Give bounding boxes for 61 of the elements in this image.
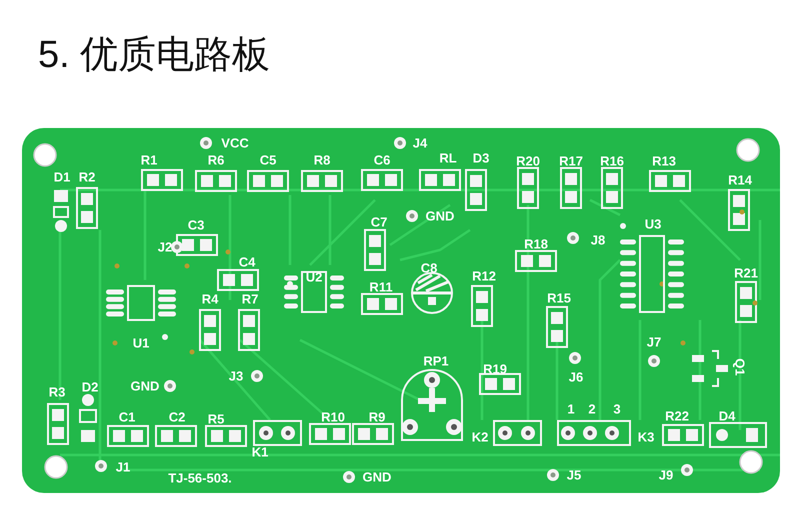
silkscreen-label: R2 bbox=[78, 170, 96, 184]
silkscreen-label: J5 bbox=[566, 468, 582, 482]
silkscreen-label: VCC bbox=[221, 136, 249, 150]
silkscreen-label: R9 bbox=[368, 410, 386, 424]
silkscreen-label: U3 bbox=[644, 218, 662, 230]
silkscreen-label: R16 bbox=[600, 154, 624, 168]
silkscreen-label: D4 bbox=[718, 410, 736, 422]
silkscreen-label: J2 bbox=[158, 240, 172, 254]
silkscreen-label: R6 bbox=[208, 154, 224, 166]
silkscreen-label: 2 bbox=[588, 402, 596, 416]
silkscreen-label: J4 bbox=[412, 136, 428, 150]
silkscreen-label: R15 bbox=[547, 292, 571, 304]
silkscreen-label: J6 bbox=[568, 370, 584, 384]
silkscreen-label: Q1 bbox=[734, 358, 746, 376]
silkscreen-label: R1 bbox=[140, 154, 158, 166]
silkscreen-label: R13 bbox=[652, 154, 676, 168]
silkscreen-label: GND bbox=[362, 470, 392, 484]
silkscreen-label: U2 bbox=[306, 270, 322, 284]
silkscreen-label: C5 bbox=[260, 154, 276, 166]
silkscreen-label: RL bbox=[439, 152, 457, 164]
silkscreen-label: 1 bbox=[567, 402, 575, 416]
silkscreen-label: C4 bbox=[238, 256, 256, 268]
silkscreen-label: K3 bbox=[638, 430, 654, 444]
silkscreen-label: R3 bbox=[48, 386, 66, 398]
silkscreen-label: J9 bbox=[658, 468, 674, 482]
silkscreen-label: C7 bbox=[370, 216, 388, 228]
heading: 5. 优质电路板 bbox=[38, 36, 270, 74]
silkscreen-label: R10 bbox=[321, 410, 345, 424]
silkscreen-label: R4 bbox=[202, 292, 218, 306]
silkscreen-label: R11 bbox=[369, 280, 393, 294]
silkscreen-label: D3 bbox=[472, 152, 490, 164]
silkscreen-label: J1 bbox=[116, 460, 130, 474]
silkscreen-label: R19 bbox=[483, 362, 507, 376]
silkscreen-label: R12 bbox=[472, 270, 496, 282]
silkscreen-label: RP1 bbox=[423, 354, 449, 368]
silkscreen-label: C8 bbox=[420, 262, 438, 274]
silkscreen-label: R8 bbox=[314, 154, 330, 166]
silkscreen-label: 3 bbox=[613, 402, 621, 416]
silkscreen-label: K2 bbox=[472, 430, 488, 444]
silkscreen-label: R18 bbox=[524, 238, 548, 250]
silkscreen-label: C2 bbox=[168, 410, 186, 424]
silkscreen-label: TJ-56-503. bbox=[168, 472, 232, 484]
silkscreen-label: K1 bbox=[252, 446, 268, 458]
silkscreen-label: D1 bbox=[54, 170, 70, 184]
silkscreen-label: U1 bbox=[132, 336, 150, 350]
silkscreen-label: D2 bbox=[82, 380, 98, 394]
silkscreen-label: R21 bbox=[734, 266, 758, 280]
silkscreen-label: C3 bbox=[188, 218, 204, 232]
silkscreen-label: R17 bbox=[559, 154, 583, 168]
silkscreen-label: R14 bbox=[728, 174, 752, 186]
silkscreen-label: J8 bbox=[590, 234, 606, 246]
silkscreen-label: R7 bbox=[242, 292, 258, 306]
silkscreen-label: J3 bbox=[228, 370, 244, 382]
silkscreen-label: J7 bbox=[646, 336, 662, 348]
silkscreen-label: GND bbox=[426, 210, 454, 222]
silkscreen-label: R5 bbox=[208, 412, 224, 426]
silkscreen-label: R20 bbox=[516, 154, 540, 168]
silkscreen-label: GND bbox=[130, 380, 160, 392]
silkscreen-label: C6 bbox=[374, 154, 390, 166]
silkscreen-label: R22 bbox=[665, 410, 689, 422]
silkscreen-label: C1 bbox=[118, 410, 136, 424]
